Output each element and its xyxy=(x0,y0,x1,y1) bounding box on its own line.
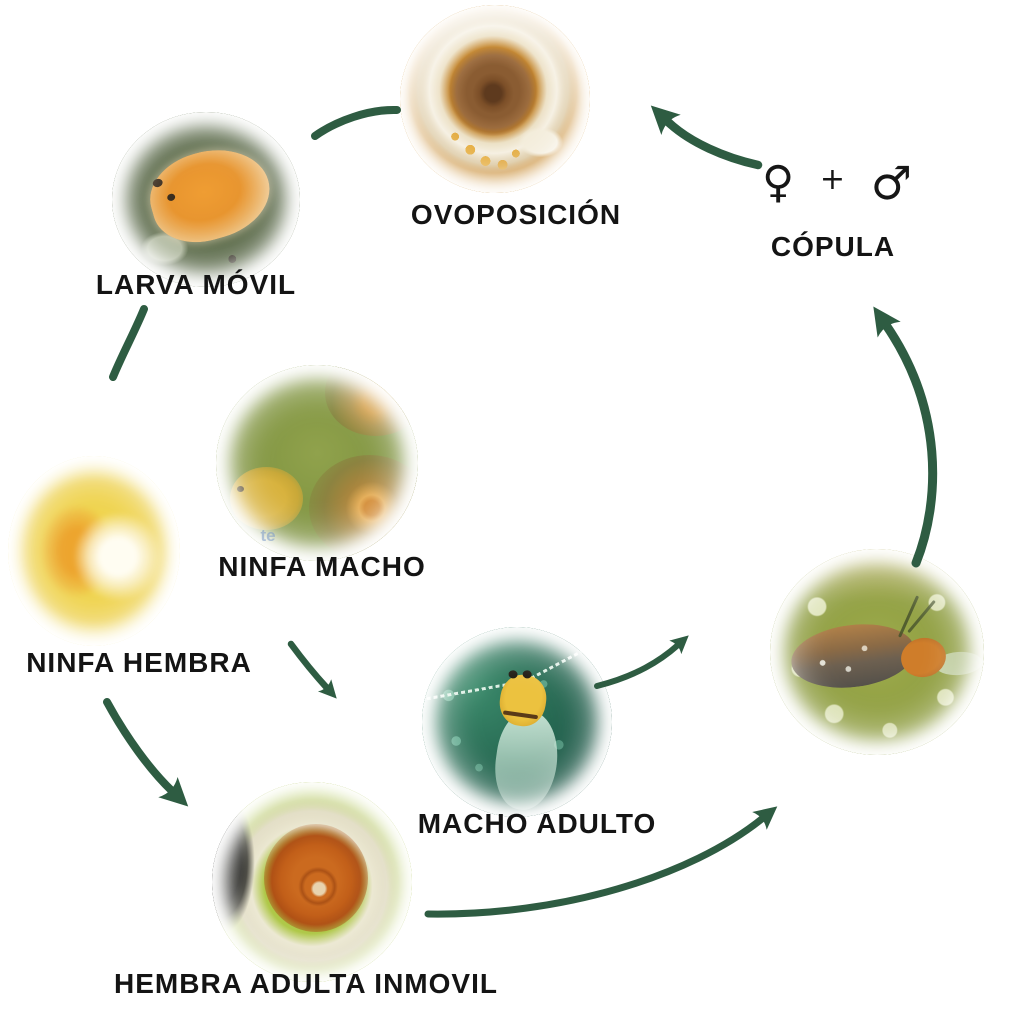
nymph-body-shape xyxy=(230,466,303,530)
label-hembra-adulta: HEMBRA ADULTA INMOVIL xyxy=(114,968,498,999)
label-larva-movil: LARVA MÓVIL xyxy=(95,269,297,300)
arrow-copula-to-ovoposicion xyxy=(650,105,763,170)
connector-ovoposicion-to-larva xyxy=(311,105,401,140)
copula-symbols: ♀ + ♂ xyxy=(762,160,912,206)
male-symbol-icon: ♂ xyxy=(870,156,912,210)
scale-cap-shape xyxy=(308,455,418,561)
arrow-ninfa-hembra-to-hembra-adulta xyxy=(103,698,189,807)
label-ninfa-hembra: NINFA HEMBRA xyxy=(26,647,252,678)
label-ninfa-macho: NINFA MACHO xyxy=(218,551,426,582)
arrow-pareja-to-copula xyxy=(873,306,938,568)
ninfa-hembra-photo xyxy=(8,456,180,646)
label-copula: CÓPULA xyxy=(770,231,896,262)
scale-cap-shape xyxy=(325,365,418,436)
arrow-macho-adulto-to-pareja xyxy=(594,635,689,689)
ninfa-hembra-image-layer xyxy=(8,456,180,646)
ninfa-macho-photo: te xyxy=(216,365,418,561)
pareja-copula-photo xyxy=(770,549,984,755)
connector-larva-to-ninfas xyxy=(109,305,148,381)
ovoposicion-photo xyxy=(400,5,590,193)
watermark-fragment: te xyxy=(260,525,276,545)
label-macho-adulto: MACHO ADULTO xyxy=(417,808,657,839)
arrow-ninfa-macho-to-macho-adulto xyxy=(287,640,337,699)
red-scale-shape xyxy=(264,824,368,932)
plus-icon: + xyxy=(819,162,846,197)
female-symbol-icon: ♀ xyxy=(762,157,795,208)
larva-body-shape xyxy=(139,135,280,253)
macho-adulto-photo xyxy=(422,627,612,817)
larva-movil-photo xyxy=(112,112,300,287)
label-ovoposicion: OVOPOSICIÓN xyxy=(410,199,622,230)
female-scale-shape xyxy=(788,617,919,695)
hembra-adulta-photo xyxy=(212,782,412,982)
antenna-shape xyxy=(426,682,510,700)
